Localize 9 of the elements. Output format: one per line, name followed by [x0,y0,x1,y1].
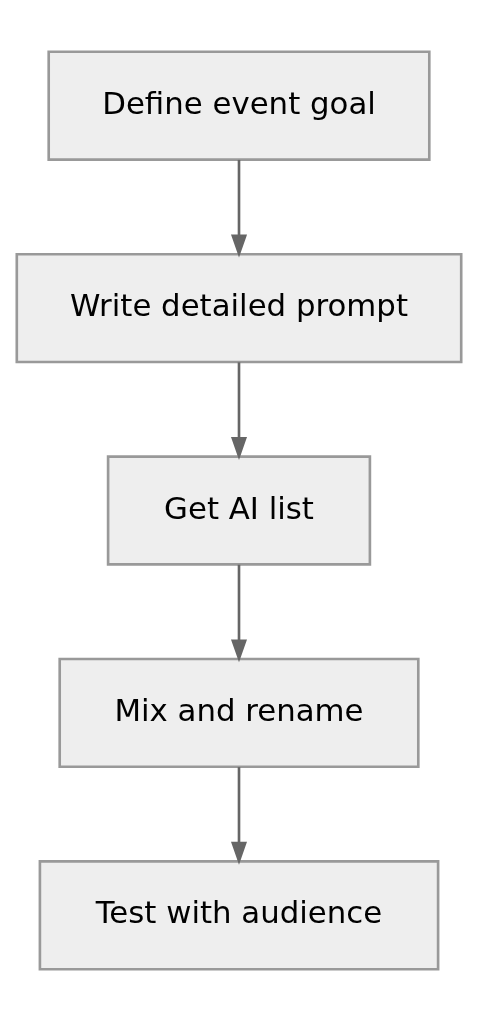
arrow [230,361,248,460]
node-box: Define event goal [47,50,431,161]
arrow [230,766,248,865]
node-box: Write detailed prompt [15,252,463,363]
arrow [230,159,248,258]
node-box: Mix and rename [58,657,420,768]
arrow [230,564,248,662]
node-box: Test with audience [38,859,440,971]
node-box: Get AI list [106,454,372,566]
